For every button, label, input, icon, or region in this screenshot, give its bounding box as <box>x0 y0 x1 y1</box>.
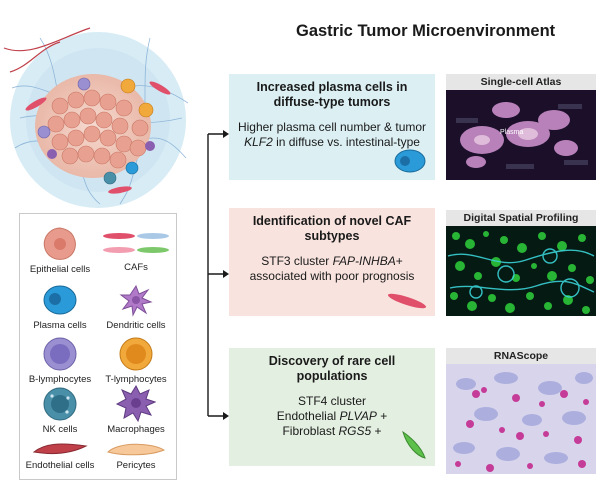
spatial-profiling-image <box>446 226 596 316</box>
finding-body-line: Endothelial PLVAP + <box>237 409 427 424</box>
finding-card-plasma-cells: Increased plasma cells in diffuse-type t… <box>229 74 435 180</box>
legend-label: CAFs <box>124 262 148 273</box>
dendritic-cell-icon <box>119 284 153 317</box>
caf-icon <box>103 233 169 253</box>
gene-name: RGS5 <box>338 424 372 438</box>
gene-name: PLVAP <box>339 409 377 423</box>
legend-item: T-lymphocytes <box>96 336 176 385</box>
legend-label: Endothelial cells <box>25 460 95 471</box>
legend-item: Endothelial cells <box>20 440 100 471</box>
finding-body-text: + <box>371 424 382 438</box>
plasma-cell-icon <box>43 285 77 315</box>
legend-label: NK cells <box>42 424 78 435</box>
panel-title: Digital Spatial Profiling <box>446 210 596 226</box>
cell-type-legend: Epithelial cells CAFs Plasma cells Dendr… <box>19 213 177 480</box>
finding-body: Higher plasma cell number & tumor KLF2 i… <box>237 120 427 150</box>
caf-icon <box>387 293 427 309</box>
legend-label: T-lymphocytes <box>105 374 167 385</box>
finding-body-text: + <box>376 409 388 423</box>
umap-plot-image: Plasma <box>446 90 596 180</box>
b-lymphocyte-icon <box>43 337 77 371</box>
finding-body-line: Fibroblast RGS5 + <box>237 424 427 439</box>
finding-body-text: STF3 cluster <box>261 254 333 268</box>
panel-title: Single-cell Atlas <box>446 74 596 90</box>
finding-body-text: + associated with poor prognosis <box>249 254 415 283</box>
t-lymphocyte-icon <box>119 337 153 371</box>
rnascope-image <box>446 364 596 474</box>
legend-item: Dendritic cells <box>96 282 176 331</box>
finding-body-text: Fibroblast <box>282 424 339 438</box>
macrophage-icon <box>116 384 156 422</box>
legend-label: Macrophages <box>107 424 165 435</box>
arrow-right-icon <box>223 412 229 420</box>
panel-rnascope: RNAScope <box>446 348 596 474</box>
finding-card-rare-populations: Discovery of rare cell populations STF4 … <box>229 348 435 466</box>
legend-item: Plasma cells <box>20 282 100 331</box>
finding-heading: Discovery of rare cell populations <box>268 354 396 383</box>
cluster-label: Plasma <box>500 129 523 136</box>
legend-label: Plasma cells <box>33 320 87 331</box>
legend-item: Pericytes <box>96 440 176 471</box>
legend-item: Epithelial cells <box>20 226 100 275</box>
finding-body: STF3 cluster FAP-INHBA+ associated with … <box>237 254 427 284</box>
legend-label: Epithelial cells <box>29 264 91 275</box>
pericyte-icon <box>107 443 166 456</box>
legend-item: B-lymphocytes <box>20 336 100 385</box>
arrow-right-icon <box>223 270 229 278</box>
legend-item: CAFs <box>96 228 176 273</box>
arrow-right-icon <box>223 130 229 138</box>
finding-card-caf-subtypes: Identification of novel CAF subtypes STF… <box>229 208 435 316</box>
legend-label: B-lymphocytes <box>28 374 92 385</box>
finding-body: STF4 cluster Endothelial PLVAP + Fibrobl… <box>237 394 427 439</box>
panel-digital-spatial-profiling: Digital Spatial Profiling <box>446 210 596 316</box>
finding-heading: Increased plasma cells in diffuse-type t… <box>256 80 408 109</box>
gene-name: KLF2 <box>244 135 273 149</box>
finding-body-text: Endothelial <box>276 409 340 423</box>
finding-heading: Identification of novel CAF subtypes <box>252 214 412 243</box>
legend-label: Pericytes <box>116 460 156 471</box>
endothelial-cell-icon <box>32 443 88 455</box>
panel-title: RNAScope <box>446 348 596 364</box>
connector-bracket <box>207 130 229 420</box>
fibroblast-icon <box>402 430 426 459</box>
gene-name: FAP-INHBA <box>332 254 396 268</box>
nk-cell-icon <box>43 387 77 421</box>
legend-item: NK cells <box>20 386 100 435</box>
page-title: Gastric Tumor Microenvironment <box>296 22 556 40</box>
panel-single-cell-atlas: Single-cell Atlas Plasma <box>446 74 596 180</box>
finding-body-text: in diffuse vs. intestinal-type <box>272 135 420 149</box>
tumor-microenvironment-illustration <box>3 27 189 208</box>
finding-body-line: STF4 cluster <box>297 394 366 408</box>
finding-body-text: Higher plasma cell number & tumor <box>237 120 427 134</box>
legend-label: Dendritic cells <box>106 320 166 331</box>
plasma-cell-icon <box>394 149 426 173</box>
legend-item: Macrophages <box>96 384 176 435</box>
epithelial-cell-icon <box>43 227 76 260</box>
